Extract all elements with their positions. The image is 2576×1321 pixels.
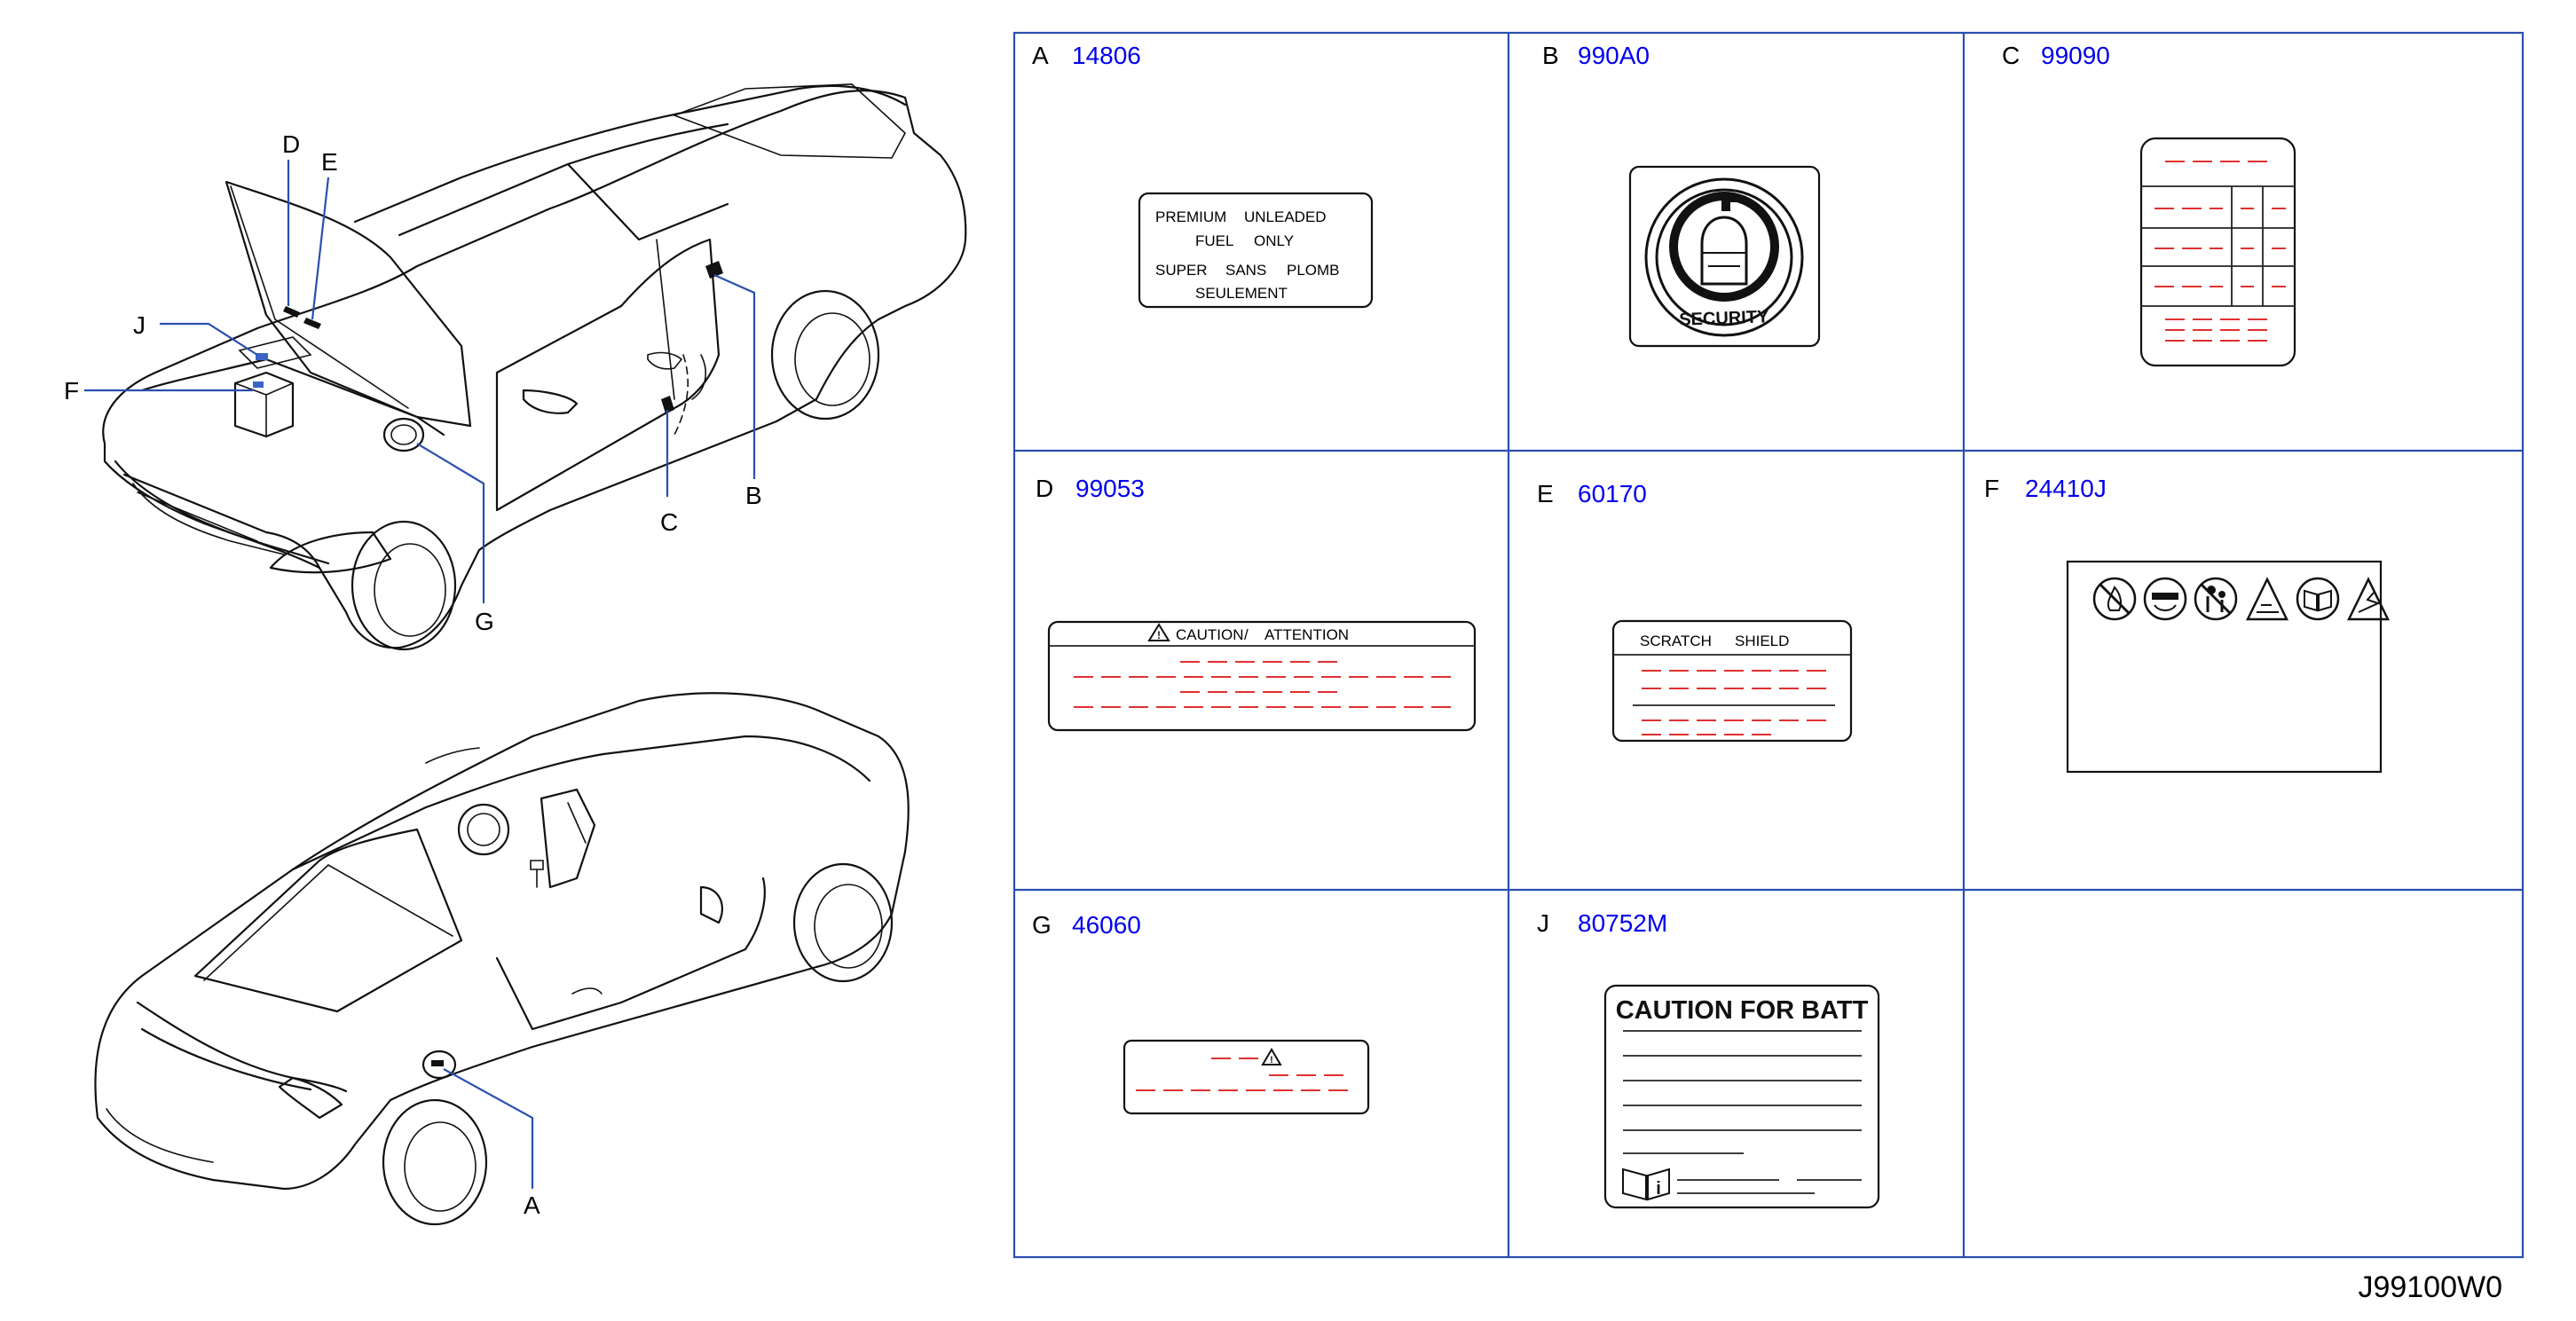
label-title: CAUTION FOR BATT — [1616, 996, 1869, 1025]
part-code: 24410J — [2025, 475, 2107, 502]
callout-a: A — [524, 1191, 540, 1219]
no-fire-icon — [2092, 577, 2137, 621]
cell-g-header: G 46060 — [1032, 911, 1141, 939]
warning-icon — [1261, 1048, 1282, 1065]
label-text: SUPER — [1155, 262, 1208, 279]
svg-text:i: i — [1656, 1179, 1661, 1199]
read-manual-icon — [2296, 577, 2340, 621]
fuel-label-a: PREMIUM UNLEADED FUEL ONLY SUPER SANS PL… — [1138, 192, 1374, 309]
tire-placard-c — [2139, 137, 2296, 367]
no-children-icon — [2194, 577, 2238, 621]
label-text: ATTENTION — [1264, 626, 1349, 643]
parts-table-grid — [1012, 31, 2525, 1259]
callout-j: J — [133, 311, 146, 339]
cell-letter: C — [2002, 42, 2020, 69]
part-code: 46060 — [1072, 911, 1141, 939]
label-text: PREMIUM — [1155, 208, 1226, 225]
top-car-illustration — [102, 83, 967, 651]
label-text: UNLEADED — [1244, 208, 1327, 225]
cell-f-header: F 24410J — [1984, 475, 2107, 502]
label-text: FUEL — [1195, 232, 1233, 249]
caution-label-d: ! CAUTION / ATTENTION — [1047, 620, 1477, 732]
label-text: / — [1244, 626, 1249, 643]
top-car-leaders — [84, 160, 756, 603]
cell-e-header: E 60170 — [1537, 480, 1647, 507]
key-icon — [1721, 195, 1737, 211]
part-code: 99090 — [2041, 42, 2110, 69]
label-text: SANS — [1225, 262, 1266, 279]
part-code: 60170 — [1578, 480, 1647, 507]
battery-warning-label-f — [2066, 560, 2391, 774]
security-label-b: SECURITY — [1628, 165, 1821, 348]
manual-info-icon: i — [1622, 1168, 1670, 1201]
callout-g: G — [475, 608, 494, 635]
label-text: PLOMB — [1287, 262, 1340, 279]
label-text: SHIELD — [1735, 633, 1789, 649]
security-text: SECURITY — [1679, 307, 1769, 330]
top-car-callouts: D E J F C B G — [64, 130, 762, 635]
label-text: CAUTION — [1176, 626, 1244, 643]
acid-warning-icon — [2245, 577, 2289, 621]
svg-text:!: ! — [1270, 1055, 1273, 1065]
cell-d-header: D 99053 — [1036, 475, 1145, 502]
part-code: 14806 — [1072, 42, 1141, 69]
part-code: 99053 — [1075, 475, 1145, 502]
callout-b: B — [745, 482, 762, 509]
cell-j-header: J 80752M — [1537, 909, 1667, 937]
callout-c: C — [660, 508, 678, 536]
cell-a-header: A 14806 — [1032, 42, 1141, 69]
diagram-id: J99100W0 — [2358, 1270, 2502, 1304]
fuel-lid-label-g: ! — [1123, 1039, 1370, 1115]
explosion-warning-icon — [2346, 577, 2391, 621]
label-text: SEULEMENT — [1195, 285, 1288, 302]
cell-letter: G — [1032, 911, 1052, 939]
label-text: SCRATCH — [1640, 633, 1712, 649]
cell-letter: D — [1036, 475, 1053, 502]
warning-icon — [1147, 623, 1170, 641]
callout-e: E — [321, 148, 338, 176]
part-code: 80752M — [1578, 909, 1667, 937]
cell-letter: A — [1032, 42, 1049, 69]
eye-protection-icon — [2143, 577, 2187, 621]
cell-c-header: C 99090 — [2002, 42, 2110, 69]
cell-letter: B — [1542, 42, 1559, 69]
cell-letter: F — [1984, 475, 1999, 502]
cell-letter: J — [1537, 909, 1549, 937]
bottom-car-illustration — [94, 692, 910, 1226]
battery-caution-label-j: CAUTION FOR BATT i — [1603, 984, 1880, 1209]
svg-text:!: ! — [1157, 629, 1161, 641]
part-code: 990A0 — [1578, 42, 1650, 69]
callout-f: F — [64, 377, 79, 405]
cell-b-header: B 990A0 — [1542, 42, 1650, 69]
callout-d: D — [282, 130, 300, 158]
bottom-car-leaders — [443, 1068, 534, 1189]
cell-letter: E — [1537, 480, 1554, 507]
scratch-shield-label-e: SCRATCH SHIELD — [1611, 619, 1853, 743]
label-text: ONLY — [1254, 232, 1294, 249]
